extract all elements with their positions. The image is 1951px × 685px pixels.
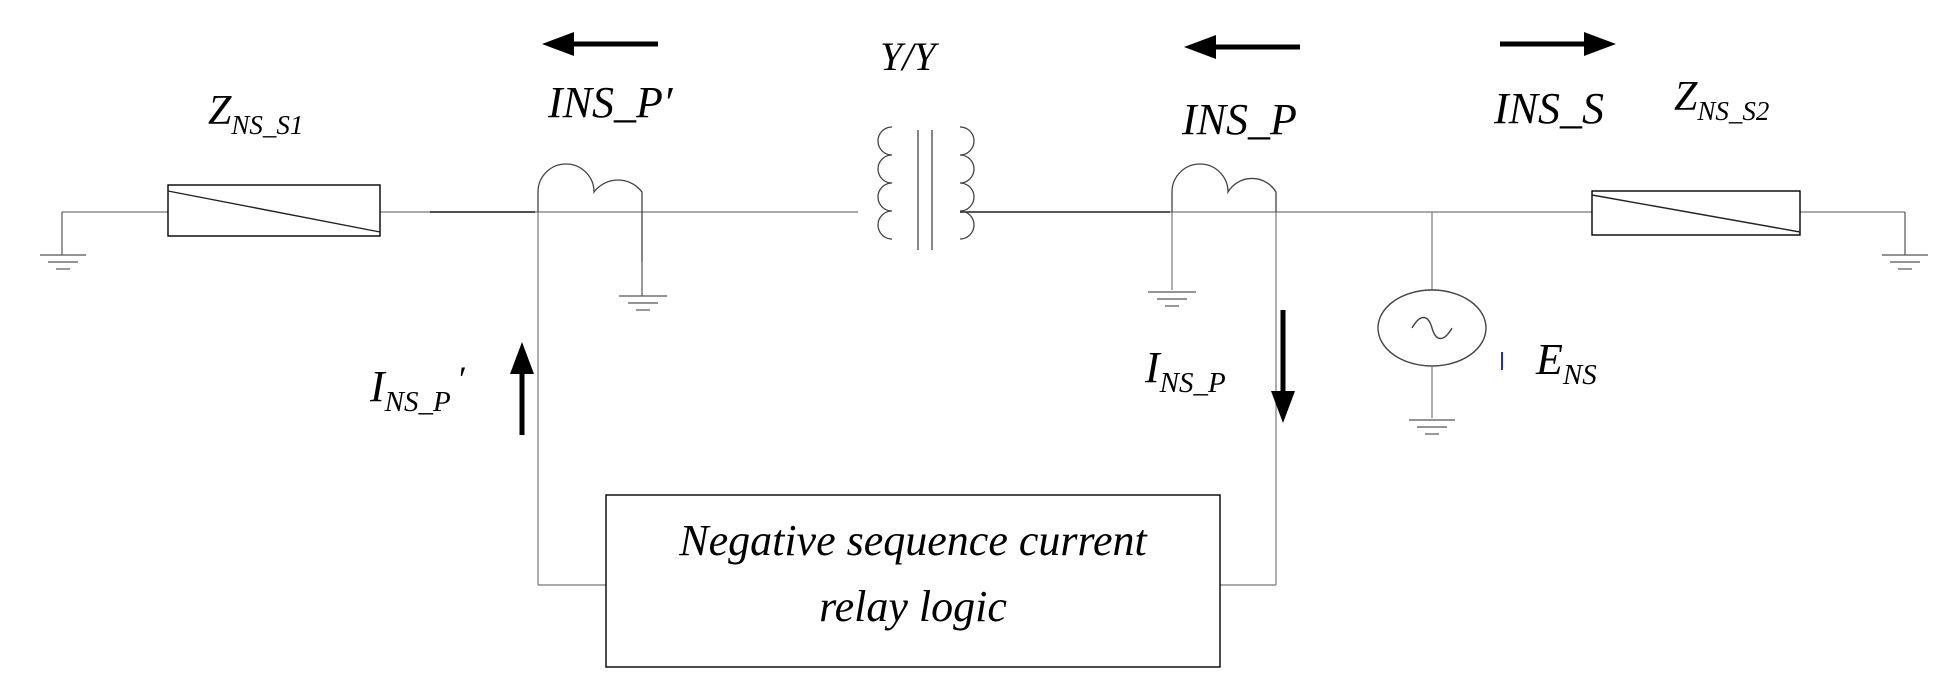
arrow-icon xyxy=(1271,310,1295,423)
i-ns-p-prime-main: I xyxy=(369,362,387,411)
e-ns-label: ENS xyxy=(1535,335,1597,391)
impedance-icon xyxy=(167,184,381,237)
transformer-icon xyxy=(877,126,975,250)
ground-icon xyxy=(619,262,667,311)
ins-s-label: INS_S xyxy=(1493,84,1604,133)
i-ns-p-main: I xyxy=(1144,343,1162,392)
i-ns-p-prime-mark: ′ xyxy=(457,359,466,399)
ac-source-icon xyxy=(1377,212,1487,418)
ground-icon xyxy=(40,212,86,270)
relay-label-line2: relay logic xyxy=(819,582,1007,631)
z-right-sub: NS_S2 xyxy=(1696,96,1769,126)
z-right-main: Z xyxy=(1674,74,1698,120)
ins-p-label: INS_P xyxy=(1181,95,1297,144)
ground-icon xyxy=(1882,212,1928,270)
z-left-sub: NS_S1 xyxy=(230,110,303,140)
z-left-main: Z xyxy=(208,88,232,134)
i-ns-p-prime-label: INS_P′ xyxy=(369,359,466,418)
arrow-icon xyxy=(542,32,658,56)
z-right-label: ZNS_S2 xyxy=(1674,74,1769,126)
e-ns-sub: NS xyxy=(1562,359,1597,391)
impedance-icon xyxy=(1591,190,1801,236)
z-left-label: ZNS_S1 xyxy=(208,88,303,140)
current-transformer-icon xyxy=(537,163,643,585)
relay-label-line1: Negative sequence current xyxy=(678,516,1148,565)
i-ns-p-sub: NS_P xyxy=(1159,367,1226,399)
relay-logic-box: Negative sequence current relay logic xyxy=(605,494,1221,668)
ins-p-prime-label: INS_P′ xyxy=(547,78,674,127)
ground-icon xyxy=(1409,419,1455,435)
i-ns-p-prime-sub: NS_P xyxy=(384,386,451,418)
arrow-icon xyxy=(1184,35,1300,59)
ground-icon xyxy=(1148,291,1196,307)
i-ns-p-label: INS_P xyxy=(1144,343,1226,399)
transformer-label: Y/Y xyxy=(880,34,939,79)
e-ns-main: E xyxy=(1535,335,1563,384)
arrow-icon xyxy=(510,342,534,435)
arrow-icon xyxy=(1500,32,1616,56)
